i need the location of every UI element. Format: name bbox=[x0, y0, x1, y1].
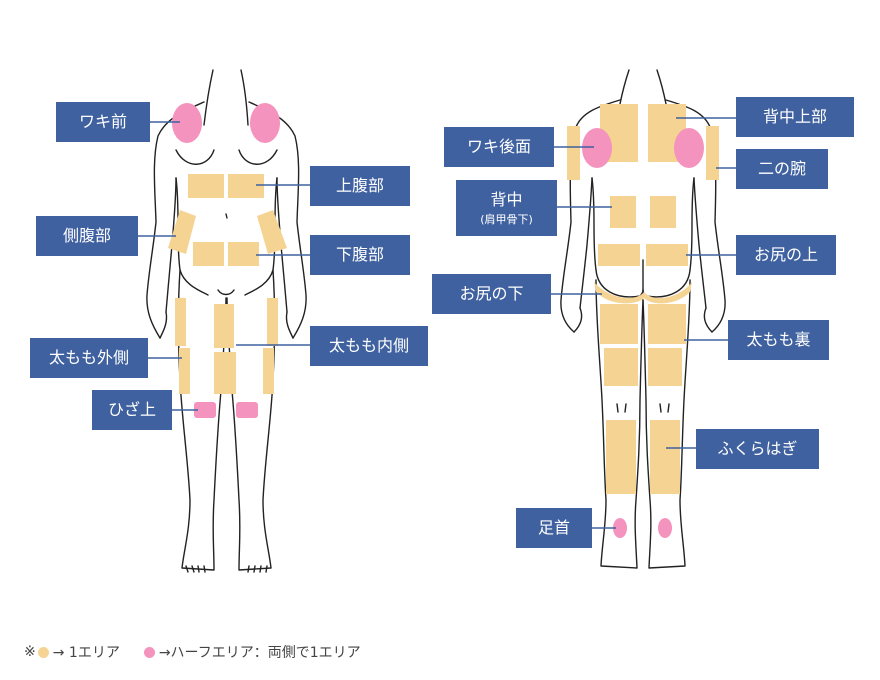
area-oshiri-ue-left bbox=[598, 244, 640, 266]
label-kafukubu: 下腹部 bbox=[310, 235, 410, 275]
area-oshiri-ue-right bbox=[646, 244, 688, 266]
back-half-areas bbox=[582, 128, 704, 538]
label-futomomo-ura: 太もも裏 bbox=[728, 320, 829, 360]
area-futomomo-sotogawa-left-upper bbox=[175, 298, 186, 346]
area-jofukubu-left bbox=[188, 174, 224, 198]
area-futomomo-sotogawa-left-lower bbox=[179, 348, 190, 394]
legend: ※ → 1エリア →ハーフエリア：両側で1エリア bbox=[24, 642, 361, 662]
area-waki-mae-left bbox=[172, 103, 202, 143]
label-waki-mae: ワキ前 bbox=[56, 102, 150, 142]
area-futomomo-uchigawa-left-lower bbox=[214, 352, 236, 394]
area-fukurahagi-left bbox=[606, 420, 636, 494]
label-futomomo-sotogawa: 太もも外側 bbox=[30, 338, 148, 378]
area-ashikubi-left bbox=[613, 518, 627, 538]
legend-full-area-text: → 1エリア bbox=[52, 645, 120, 661]
area-waki-mae-right bbox=[250, 103, 280, 143]
area-hiza-ue-left bbox=[194, 402, 216, 418]
label-jofukubu: 上腹部 bbox=[310, 166, 410, 206]
area-futomomo-ura-left-upper bbox=[600, 304, 638, 344]
leader-lines bbox=[138, 117, 736, 529]
area-ni-no-ude-left bbox=[567, 126, 580, 180]
front-full-areas bbox=[168, 174, 287, 394]
area-ashikubi-right bbox=[658, 518, 672, 538]
label-ni-no-ude: 二の腕 bbox=[736, 149, 828, 189]
area-futomomo-sotogawa-right-upper bbox=[267, 298, 278, 346]
label-ashikubi: 足首 bbox=[516, 508, 592, 548]
area-senaka-right bbox=[650, 196, 676, 228]
area-futomomo-uchigawa-left-upper bbox=[214, 304, 234, 348]
area-kafukubu-right bbox=[228, 242, 259, 266]
area-futomomo-ura-right-upper bbox=[648, 304, 686, 344]
area-waki-koumen-right bbox=[674, 128, 704, 168]
area-futomomo-ura-left-lower bbox=[604, 348, 638, 386]
label-futomomo-uchigawa: 太もも内側 bbox=[310, 326, 428, 366]
label-oshiri-no-shita: お尻の下 bbox=[432, 274, 551, 314]
legend-full-area-dot bbox=[37, 646, 49, 658]
label-senaka-jobu: 背中上部 bbox=[736, 97, 854, 137]
legend-half-area-dot bbox=[143, 646, 155, 658]
legend-prefix: ※ bbox=[24, 644, 36, 660]
label-hiza-ue: ひざ上 bbox=[92, 390, 172, 430]
label-sokufukubu: 側腹部 bbox=[36, 216, 138, 256]
label-oshiri-no-ue: お尻の上 bbox=[736, 235, 836, 275]
area-oshiri-shita bbox=[594, 282, 692, 304]
area-senaka-left bbox=[610, 196, 636, 228]
area-hiza-ue-right bbox=[236, 402, 258, 418]
area-futomomo-ura-right-lower bbox=[648, 348, 682, 386]
area-ni-no-ude-right bbox=[706, 126, 719, 180]
front-half-areas bbox=[172, 103, 280, 418]
area-kafukubu-left bbox=[193, 242, 224, 266]
area-waki-koumen-left bbox=[582, 128, 612, 168]
area-sokufukubu-right bbox=[257, 210, 287, 254]
label-senaka-main: 背中 bbox=[490, 190, 523, 210]
area-sokufukubu-left bbox=[168, 210, 196, 254]
label-fukurahagi: ふくらはぎ bbox=[696, 429, 819, 469]
label-senaka-sub: (肩甲骨下) bbox=[480, 212, 533, 226]
legend-half-area-text: →ハーフエリア：両側で1エリア bbox=[158, 645, 361, 661]
back-full-areas bbox=[567, 104, 719, 494]
area-jofukubu-right bbox=[228, 174, 264, 198]
label-senaka: 背中 (肩甲骨下) bbox=[456, 180, 557, 236]
area-fukurahagi-right bbox=[650, 420, 680, 494]
label-waki-koumen: ワキ後面 bbox=[444, 127, 554, 167]
area-futomomo-sotogawa-right-lower bbox=[263, 348, 274, 394]
